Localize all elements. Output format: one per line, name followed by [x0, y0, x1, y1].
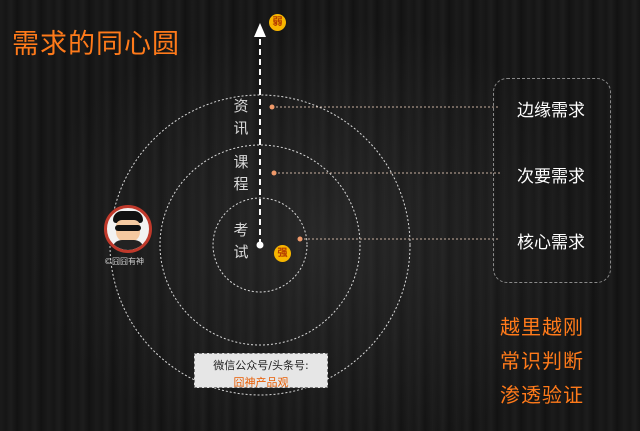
wechat-account: 囧神产品观 [233, 376, 289, 389]
axis-origin-dot [256, 241, 264, 249]
need-label-edge: 边缘需求 [517, 101, 585, 121]
wechat-box: 微信公众号/头条号: 囧神产品观 [194, 353, 328, 389]
need-label-core: 核心需求 [517, 233, 585, 253]
axis-arrow [254, 23, 266, 37]
connector-inner-dot [297, 236, 303, 242]
summary-line-3: 渗透验证 [500, 383, 584, 407]
outer-ring [109, 94, 411, 396]
ring-label-middle: 课程 [233, 153, 249, 193]
connector-middle-dot [271, 170, 277, 176]
wechat-label: 微信公众号/头条号: [213, 359, 309, 372]
avatar-caption: ©囧囧有神 [104, 257, 144, 266]
summary-line-1: 越里越刚 [500, 315, 584, 339]
middle-ring [159, 144, 361, 346]
page-title: 需求的同心圆 [12, 29, 180, 60]
avatar [104, 205, 152, 253]
needs-bracket [493, 78, 611, 283]
need-label-secondary: 次要需求 [517, 167, 585, 187]
strong-badge: 强 [274, 245, 291, 262]
ring-label-outer: 资讯 [233, 97, 249, 137]
summary-line-2: 常识判断 [500, 349, 584, 373]
weak-badge: 弱 [269, 14, 286, 31]
inner-ring [212, 197, 308, 293]
ring-label-inner: 考试 [233, 221, 249, 261]
connector-outer-dot [269, 104, 275, 110]
